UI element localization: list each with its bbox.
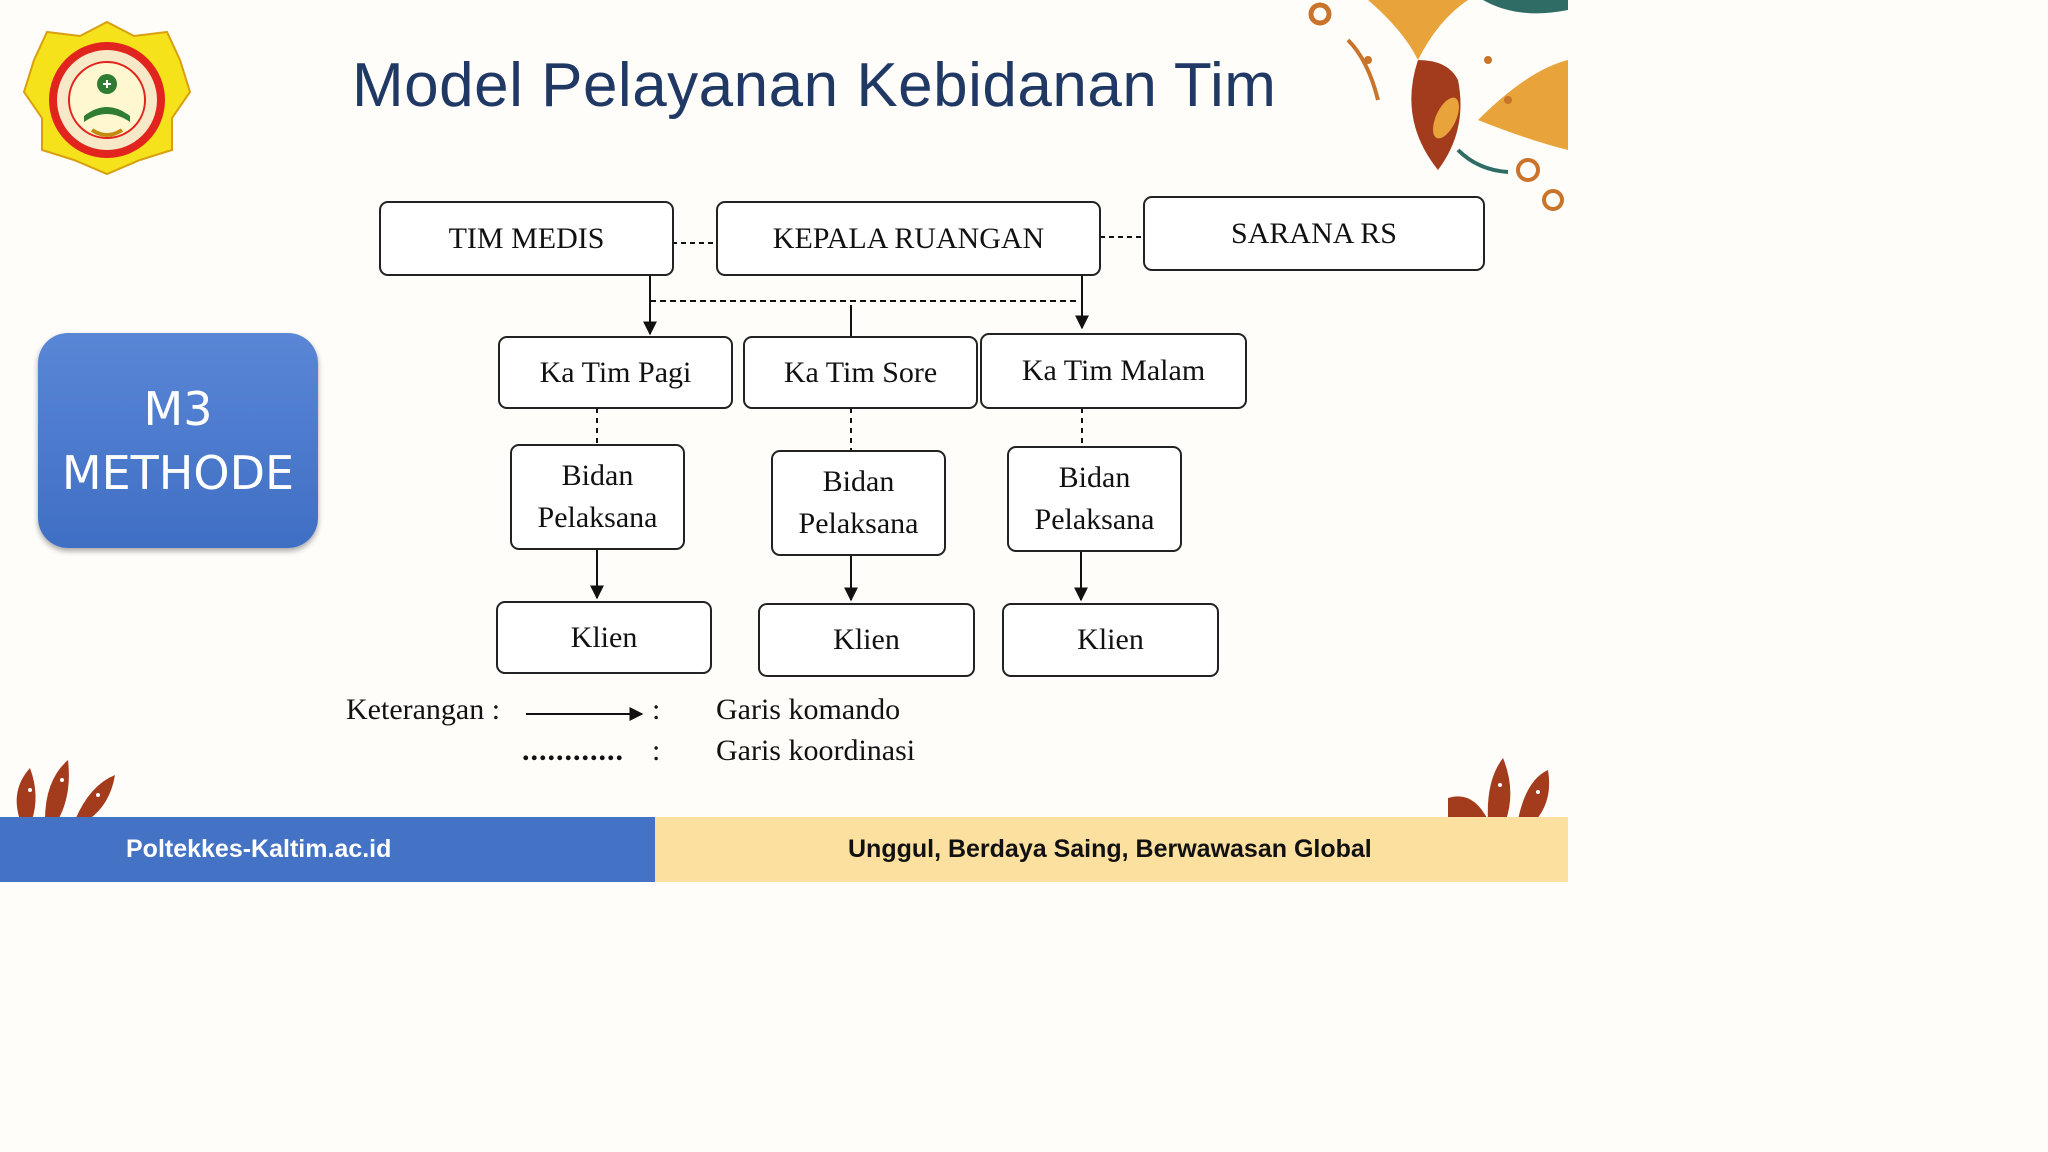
box-label-line-1: Bidan xyxy=(1058,461,1131,494)
box-bidan-pelaksana-malam: Bidan Pelaksana xyxy=(1007,446,1182,552)
badge-line-1: M3 xyxy=(143,381,213,436)
box-label-line-2: Pelaksana xyxy=(798,507,919,540)
box-bidan-pelaksana-sore: Bidan Pelaksana xyxy=(771,450,946,556)
box-klien-sore: Klien xyxy=(758,603,975,677)
leaf-ornament-bottom-right xyxy=(1448,758,1550,820)
box-ka-tim-malam: Ka Tim Malam xyxy=(980,333,1247,409)
footer-website-text: Poltekkes-Kaltim.ac.id xyxy=(126,835,392,863)
institution-logo xyxy=(22,20,192,176)
legend-command-colon: : xyxy=(652,693,661,726)
box-ka-tim-pagi: Ka Tim Pagi xyxy=(498,336,733,409)
box-sarana-rs: SARANA RS xyxy=(1143,196,1485,271)
box-bidan-pelaksana-pagi: Bidan Pelaksana xyxy=(510,444,685,550)
box-label-line-1: Bidan xyxy=(822,465,895,498)
box-label: Klien xyxy=(570,620,638,654)
legend-command-text: Garis komando xyxy=(716,693,901,726)
slide-title: Model Pelayanan Kebidanan Tim xyxy=(352,51,1277,120)
footer-tagline-text: Unggul, Berdaya Saing, Berwawasan Global xyxy=(848,835,1372,863)
box-tim-medis: TIM MEDIS xyxy=(379,201,674,276)
legend-label: Keterangan : xyxy=(346,693,501,726)
badge-line-2: METHODE xyxy=(61,445,295,500)
legend-coord-text: Garis koordinasi xyxy=(716,734,916,767)
footer-website: Poltekkes-Kaltim.ac.id xyxy=(0,817,655,882)
box-label: Ka Tim Sore xyxy=(783,355,938,389)
box-label: TIM MEDIS xyxy=(448,221,605,255)
box-ka-tim-sore: Ka Tim Sore xyxy=(743,336,978,409)
box-klien-malam: Klien xyxy=(1002,603,1219,677)
legend-coord-colon: : xyxy=(652,734,661,767)
footer-tagline: Unggul, Berdaya Saing, Berwawasan Global xyxy=(655,817,1568,882)
box-label: SARANA RS xyxy=(1231,216,1397,250)
batik-ornament-top-right xyxy=(1308,0,1568,211)
box-label: Klien xyxy=(1077,623,1144,656)
box-label: Ka Tim Malam xyxy=(1021,354,1206,387)
box-label: KEPALA RUANGAN xyxy=(772,221,1045,255)
box-label: Klien xyxy=(833,623,900,656)
box-label: Ka Tim Pagi xyxy=(539,355,692,389)
box-label-line-1: Bidan xyxy=(561,459,634,492)
connector-lines xyxy=(526,236,1143,721)
legend-dots: ............ xyxy=(522,734,624,767)
box-klien-pagi: Klien xyxy=(496,601,712,674)
box-kepala-ruangan: KEPALA RUANGAN xyxy=(716,201,1101,276)
box-label-line-2: Pelaksana xyxy=(537,501,658,534)
method-badge: M3 METHODE xyxy=(38,333,318,548)
leaf-ornament-bottom-left xyxy=(16,760,115,820)
box-label-line-2: Pelaksana xyxy=(1034,503,1155,536)
